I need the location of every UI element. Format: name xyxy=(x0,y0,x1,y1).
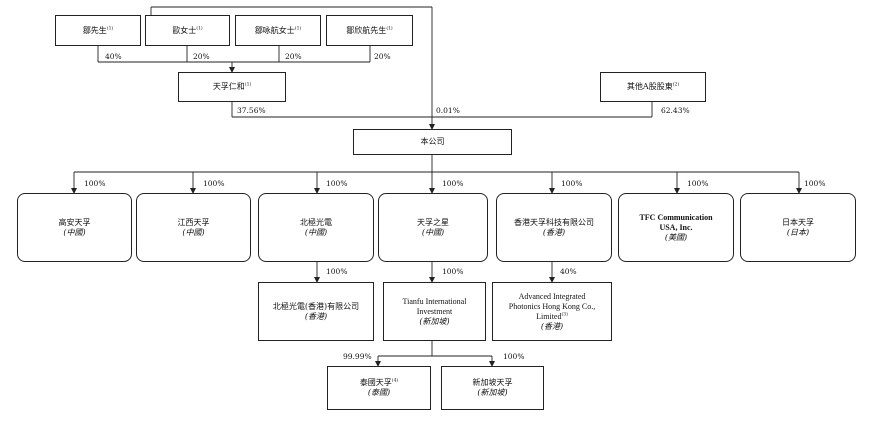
entity-name: 北極光電(香港)有限公司 xyxy=(272,301,360,311)
pct-japan: 100% xyxy=(804,179,826,188)
entity-beiji-hk: 北極光電(香港)有限公司 (香港) xyxy=(258,282,374,341)
footnote-marker: (2) xyxy=(672,82,680,88)
shareholder-name: 天孚仁和 xyxy=(212,82,245,91)
entity-location: (香港) xyxy=(542,227,566,237)
entity-location: (美國) xyxy=(664,232,688,242)
entity-name: 北極光電 xyxy=(300,217,332,227)
entity-name: 天孚之星 xyxy=(417,217,449,227)
entity-name: 江西天孚 xyxy=(177,217,210,227)
entity-name-line3: Limited xyxy=(536,311,562,321)
entity-name: 泰國天孚 xyxy=(359,378,392,387)
shareholder-mr-zou: 鄒先生(1) xyxy=(55,15,141,46)
pct-beiji: 100% xyxy=(326,179,348,188)
shareholder-name: 鄒咏航女士 xyxy=(254,25,295,35)
subsidiary-japan: 日本天孚 (日本) xyxy=(740,193,856,262)
shareholder-ms-ou: 歐女士(1) xyxy=(145,15,230,46)
subsidiary-star: 天孚之星 (中國) xyxy=(378,193,488,262)
pct-star: 100% xyxy=(442,179,464,188)
pct-direct: 0.01% xyxy=(436,106,460,115)
shareholder-other-a: 其他A股股東(2) xyxy=(600,72,706,102)
entity-location: (中國) xyxy=(421,227,445,237)
shareholder-name: 鄒先生 xyxy=(82,25,107,35)
pct-tianfu-intl: 100% xyxy=(442,267,464,276)
entity-tianfu-international: Tianfu International Investment (新加坡) xyxy=(383,282,486,341)
pct-mr-zou-xinhang: 20% xyxy=(374,52,391,61)
entity-location: (中國) xyxy=(304,227,328,237)
subsidiary-tfc: TFC Communication USA, Inc. (美國) xyxy=(618,193,734,262)
subsidiary-jiangxi: 江西天孚 (中國) xyxy=(136,193,251,262)
entity-name: 日本天孚 xyxy=(782,217,814,227)
entity-name-line2: Investment xyxy=(416,306,453,316)
footnote-marker: (1) xyxy=(294,25,302,31)
shareholder-tianfu-renhe: 天孚仁和(1) xyxy=(178,72,286,102)
entity-name-line1: Advanced Integrated xyxy=(518,291,586,301)
shareholder-name: 其他A股股東 xyxy=(626,82,673,91)
entity-location: (泰國) xyxy=(367,388,391,397)
footnote-marker: (4) xyxy=(391,378,399,384)
shareholder-name: 歐女士 xyxy=(172,25,197,35)
pct-singapore: 100% xyxy=(503,352,525,361)
footnote-marker: (3) xyxy=(561,311,568,317)
pct-gaoan: 100% xyxy=(84,179,106,188)
shareholder-name: 鄒欣航先生 xyxy=(346,25,387,35)
shareholder-ms-zou-yonghang: 鄒咏航女士(1) xyxy=(235,15,321,46)
footnote-marker: (1) xyxy=(106,25,114,31)
subsidiary-gaoan: 高安天孚 (中國) xyxy=(17,193,132,262)
pct-beiji-hk: 100% xyxy=(326,267,348,276)
entity-location: (中國) xyxy=(182,227,205,237)
entity-aip: Advanced Integrated Photonics Hong Kong … xyxy=(492,282,612,341)
entity-location: (香港) xyxy=(540,321,564,331)
entity-name-line1: Tianfu International xyxy=(402,296,467,306)
entity-location: (新加坡) xyxy=(477,388,508,397)
footnote-marker: (1) xyxy=(196,25,203,31)
entity-singapore: 新加坡天孚 (新加坡) xyxy=(441,366,544,410)
entity-location: (香港) xyxy=(304,311,328,321)
entity-location: (中國) xyxy=(63,227,86,237)
entity-thailand: 泰國天孚(4) (泰國) xyxy=(327,366,431,410)
pct-other-a: 62.43% xyxy=(661,106,690,115)
subsidiary-hk: 香港天孚科技有限公司 (香港) xyxy=(496,193,612,262)
pct-tfc: 100% xyxy=(687,179,709,188)
company-box: 本公司 xyxy=(353,129,512,155)
entity-name-line2: Photonics Hong Kong Co., xyxy=(508,301,596,311)
pct-jiangxi: 100% xyxy=(203,179,225,188)
entity-name-line2: USA, Inc. xyxy=(659,222,693,232)
company-name: 本公司 xyxy=(420,137,445,146)
entity-name: 新加坡天孚 xyxy=(472,378,513,387)
pct-ms-zou-yonghang: 20% xyxy=(285,52,302,61)
pct-renhe: 37.56% xyxy=(237,106,266,115)
pct-ms-ou: 20% xyxy=(193,52,210,61)
pct-hk: 100% xyxy=(561,179,583,188)
entity-location: (新加坡) xyxy=(419,316,450,326)
footnote-marker: (1) xyxy=(386,25,393,31)
footnote-marker: (1) xyxy=(244,82,252,88)
subsidiary-beiji: 北極光電 (中國) xyxy=(258,193,374,262)
pct-aip: 40% xyxy=(560,267,577,276)
pct-mr-zou: 40% xyxy=(105,52,122,61)
entity-name-line1: TFC Communication xyxy=(639,212,713,222)
pct-thailand: 99.99% xyxy=(343,352,372,361)
shareholder-mr-zou-xinhang: 鄒欣航先生(1) xyxy=(326,15,413,46)
entity-location: (日本) xyxy=(786,227,810,237)
entity-name: 高安天孚 xyxy=(58,217,91,227)
entity-name: 香港天孚科技有限公司 xyxy=(514,217,594,227)
